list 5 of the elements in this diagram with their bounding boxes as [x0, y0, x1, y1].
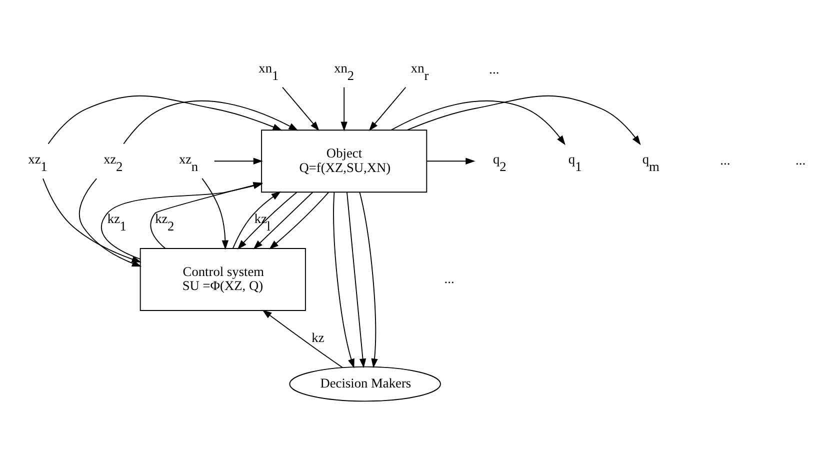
edge-label: kz: [312, 330, 324, 345]
label: ...: [796, 152, 806, 168]
label: ...: [720, 152, 730, 168]
label: ...: [489, 61, 500, 76]
label: ...: [444, 270, 454, 286]
